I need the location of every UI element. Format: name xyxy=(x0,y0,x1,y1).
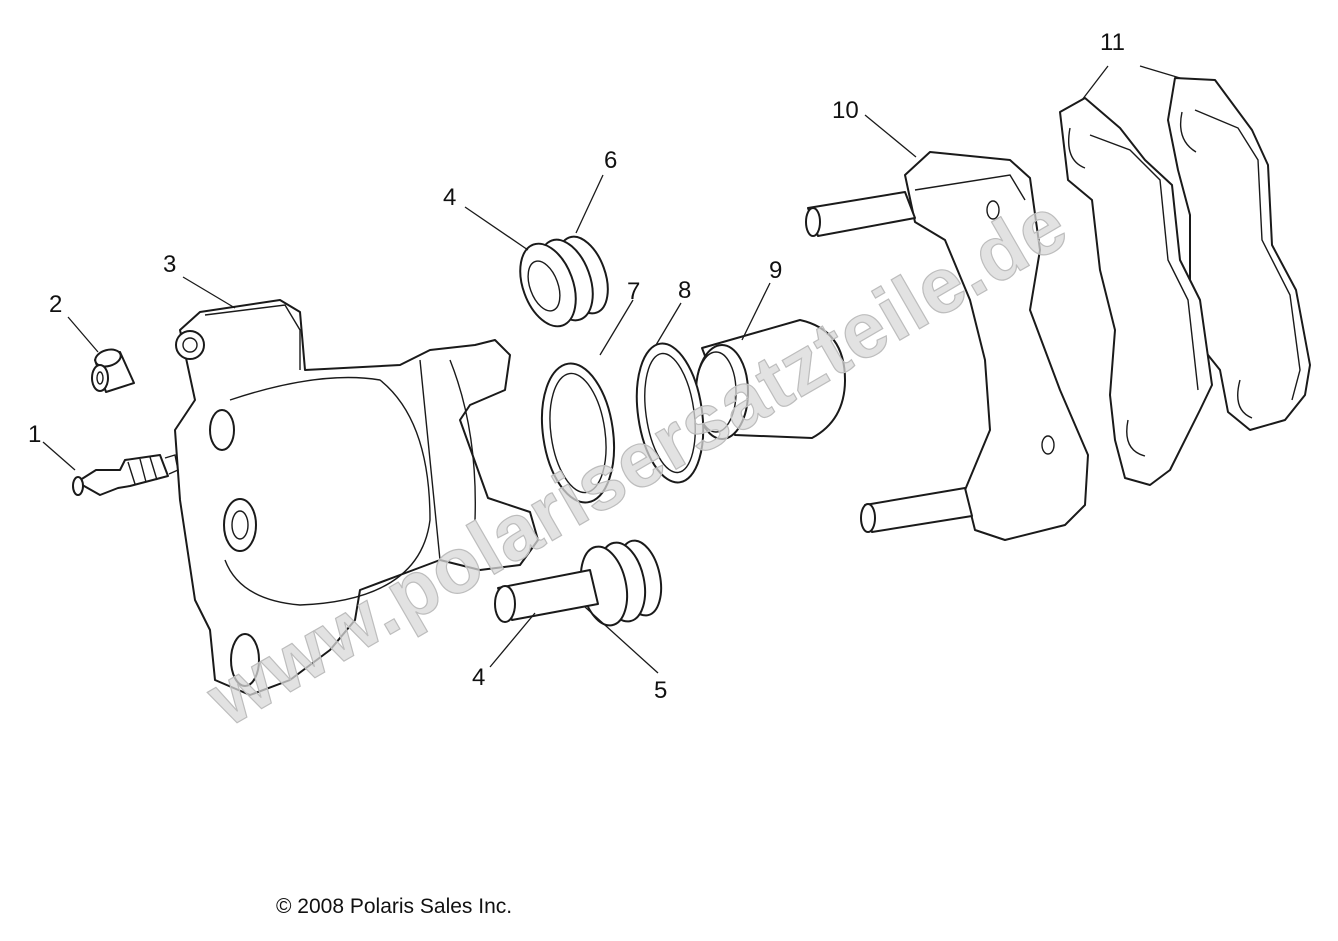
callout-11: 11 xyxy=(1100,29,1125,56)
copyright-text: © 2008 Polaris Sales Inc. xyxy=(276,895,512,918)
piston-seal xyxy=(635,342,705,484)
callout-6: 6 xyxy=(604,147,617,174)
callout-9: 9 xyxy=(769,257,782,284)
brake-pad-front xyxy=(1059,97,1213,486)
pin-boot-upper xyxy=(519,235,609,328)
callout-8: 8 xyxy=(678,277,691,304)
callout-3: 3 xyxy=(163,251,176,278)
callout-10: 10 xyxy=(832,97,859,124)
dust-seal-ring xyxy=(540,362,616,504)
pin-boot-lower xyxy=(494,539,663,627)
callout-4-lower: 4 xyxy=(472,664,485,691)
callout-4-upper: 4 xyxy=(443,184,456,211)
callout-2: 2 xyxy=(49,291,62,318)
callout-labels: 1 2 3 4 4 5 6 7 8 9 10 11 xyxy=(28,29,1125,704)
caliper-bracket xyxy=(805,151,1089,541)
bleeder-screw xyxy=(72,454,179,496)
callout-5: 5 xyxy=(654,677,667,704)
callout-1: 1 xyxy=(28,421,41,448)
callout-7: 7 xyxy=(627,278,640,305)
caliper-body xyxy=(174,299,539,696)
leader-lines xyxy=(42,65,1181,674)
bushing xyxy=(91,348,135,393)
